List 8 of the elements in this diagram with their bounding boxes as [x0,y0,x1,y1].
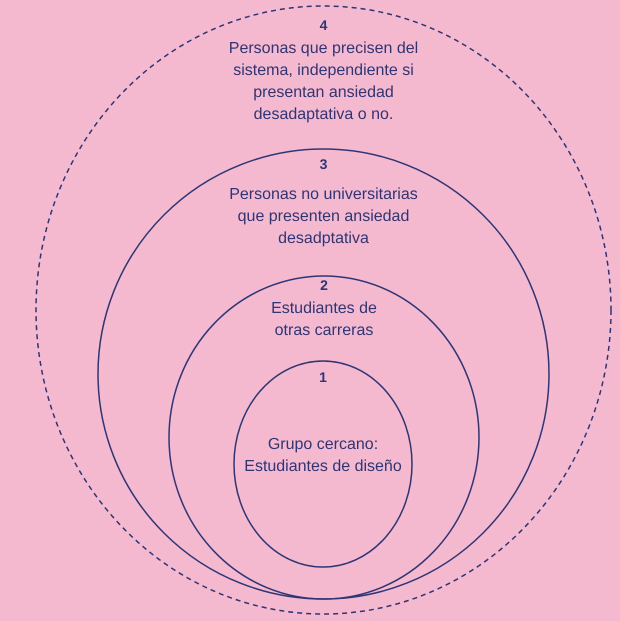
ring-number: 4 [318,16,328,34]
ring-number: 2 [319,276,329,294]
group-description: Grupo cercano: Estudiantes de diseño [243,435,403,477]
ring-number: 3 [318,155,328,173]
group-description: Estudiantes de otras carreras [270,299,378,341]
ring-number: 1 [318,368,328,386]
group-description: Personas que precisen del sistema, independiente si presentan ansiedad desadaptativa o no. [228,39,420,125]
group-description: Personas no universitarias que presenten ansiedad desadptativa [228,185,419,249]
